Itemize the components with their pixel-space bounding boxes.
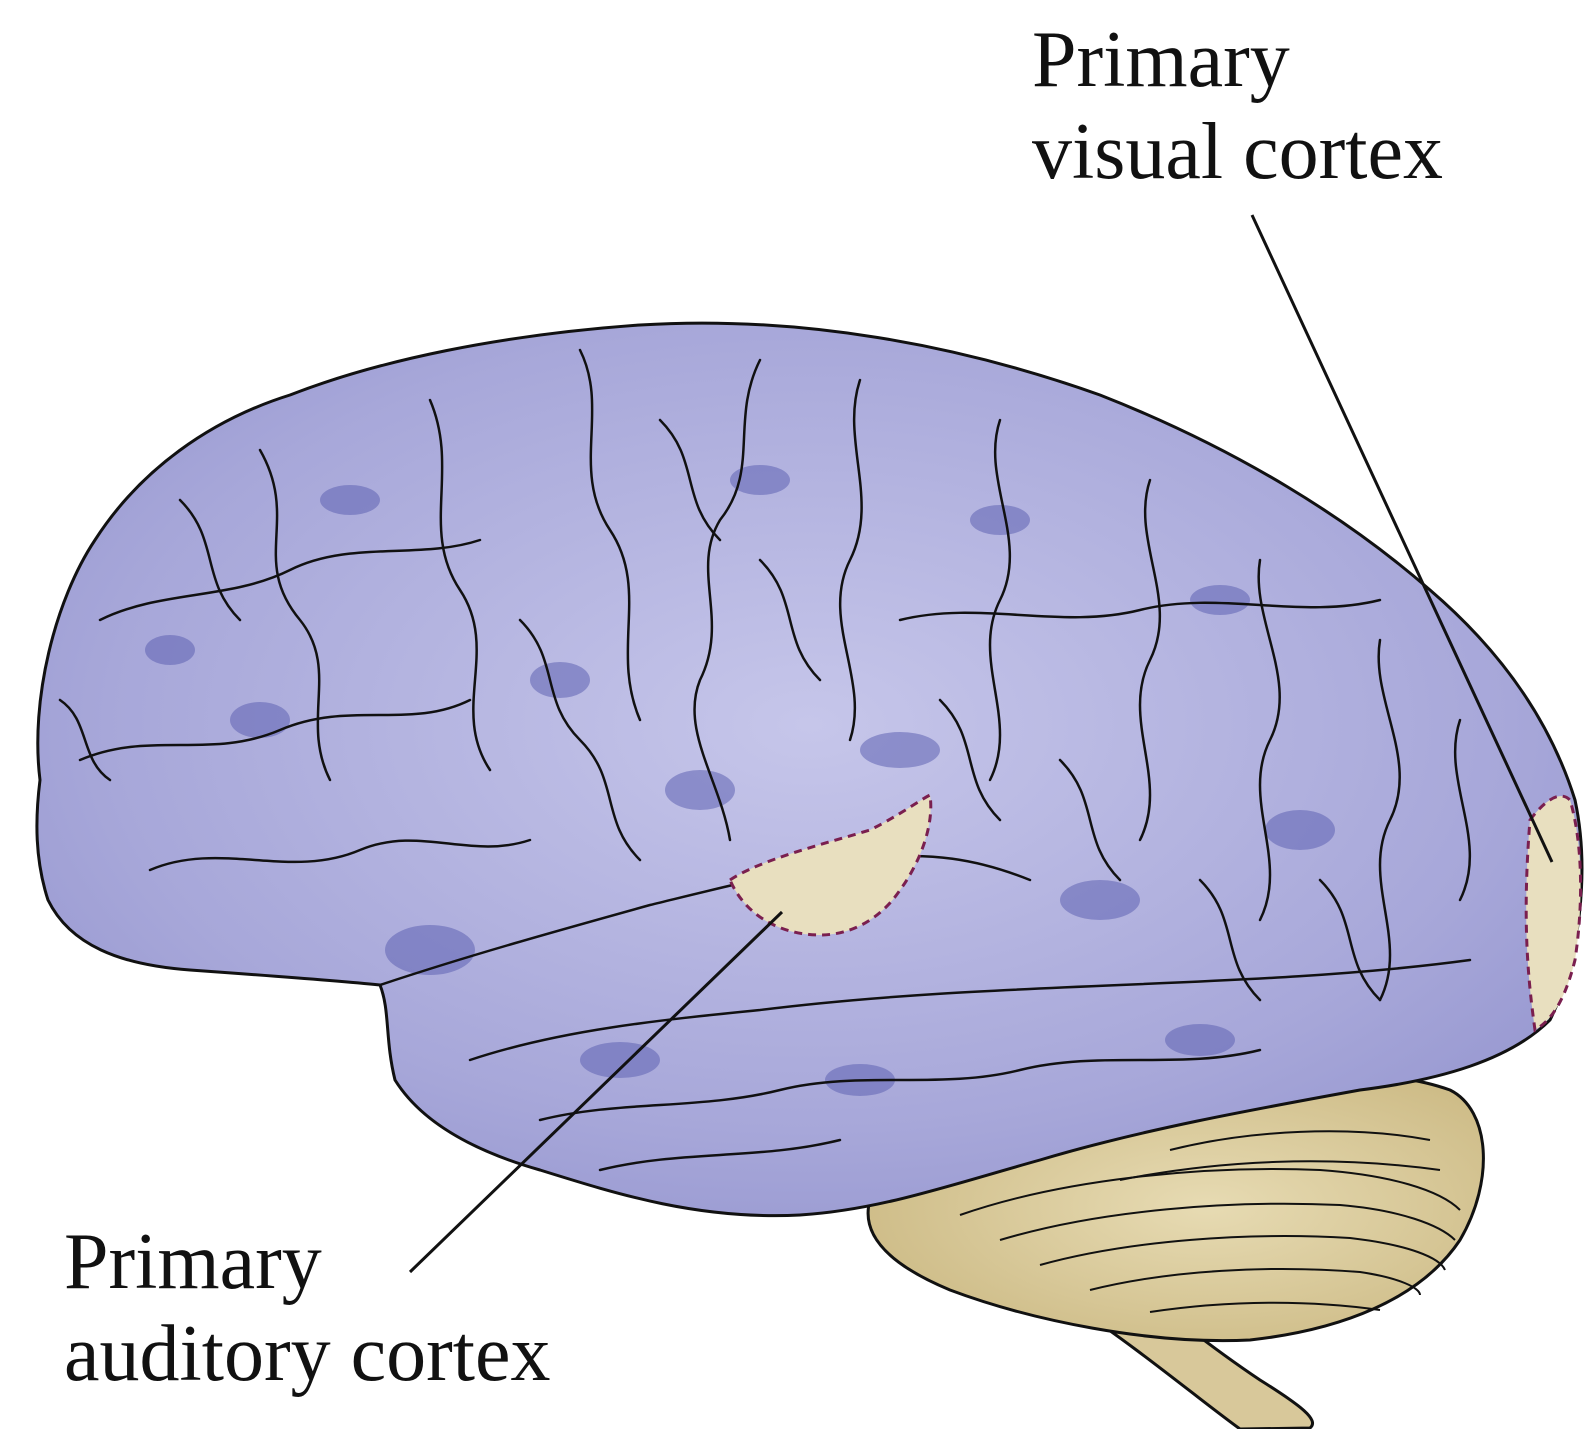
- visual-label-line-2: visual cortex: [1032, 106, 1443, 198]
- auditory-label-line-2: auditory cortex: [64, 1308, 550, 1400]
- primary-auditory-cortex-label: Primary auditory cortex: [64, 1216, 550, 1400]
- primary-visual-cortex-area: [1526, 796, 1580, 1030]
- primary-visual-cortex-label: Primary visual cortex: [1032, 14, 1443, 198]
- cerebral-hemisphere: [37, 323, 1582, 1216]
- visual-label-line-1: Primary: [1032, 14, 1443, 106]
- auditory-label-line-1: Primary: [64, 1216, 550, 1308]
